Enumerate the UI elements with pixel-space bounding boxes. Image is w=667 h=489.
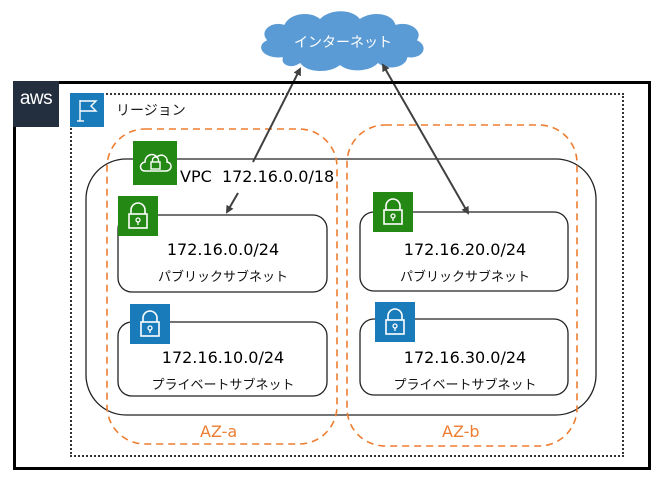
internet-label: インターネット xyxy=(294,35,392,51)
az-b-label: AZ-b xyxy=(442,422,480,441)
subnet-cidr: 172.16.10.0/24 xyxy=(161,348,285,367)
subnet-cidr: 172.16.0.0/24 xyxy=(166,240,280,259)
arrow-internet-to-vpc xyxy=(252,67,301,163)
region-flag-icon xyxy=(70,93,104,127)
arrow-vpc-to-public-subnet-a xyxy=(225,192,239,214)
vpc-label: VPC 172.16.0.0/18 xyxy=(180,167,335,186)
private-subnet-lock-icon xyxy=(375,302,415,342)
subnet-name: プライベートサブネット xyxy=(151,378,295,393)
subnet-box-private-a[interactable] xyxy=(117,321,328,397)
public-subnet-lock-icon xyxy=(373,192,413,232)
public-subnet-lock-icon xyxy=(118,196,158,236)
subnet-box-public-a[interactable] xyxy=(117,214,328,293)
az-a-boundary xyxy=(106,128,338,445)
subnet-name: プライベートサブネット xyxy=(393,378,537,393)
private-subnet-lock-icon xyxy=(130,304,170,344)
subnet-cidr: 172.16.20.0/24 xyxy=(403,240,527,259)
subnet-box-private-b[interactable] xyxy=(359,318,569,396)
internet-cloud-icon xyxy=(259,9,426,73)
arrow-internet-public-subnet-b xyxy=(382,63,469,215)
subnet-name: パブリックサブネット xyxy=(157,270,288,285)
subnet-name: パブリックサブネット xyxy=(399,270,530,285)
vpc-boundary xyxy=(85,158,597,416)
az-a-label: AZ-a xyxy=(200,422,238,441)
vpc-cloud-lock-icon xyxy=(133,141,177,185)
subnet-cidr: 172.16.30.0/24 xyxy=(403,348,527,367)
region-label: リージョン xyxy=(116,103,186,119)
aws-logo-text: aws xyxy=(19,88,53,109)
aws-logo-icon: aws xyxy=(13,81,59,127)
aws-cloud-frame xyxy=(13,81,651,470)
region-boundary xyxy=(70,93,624,457)
